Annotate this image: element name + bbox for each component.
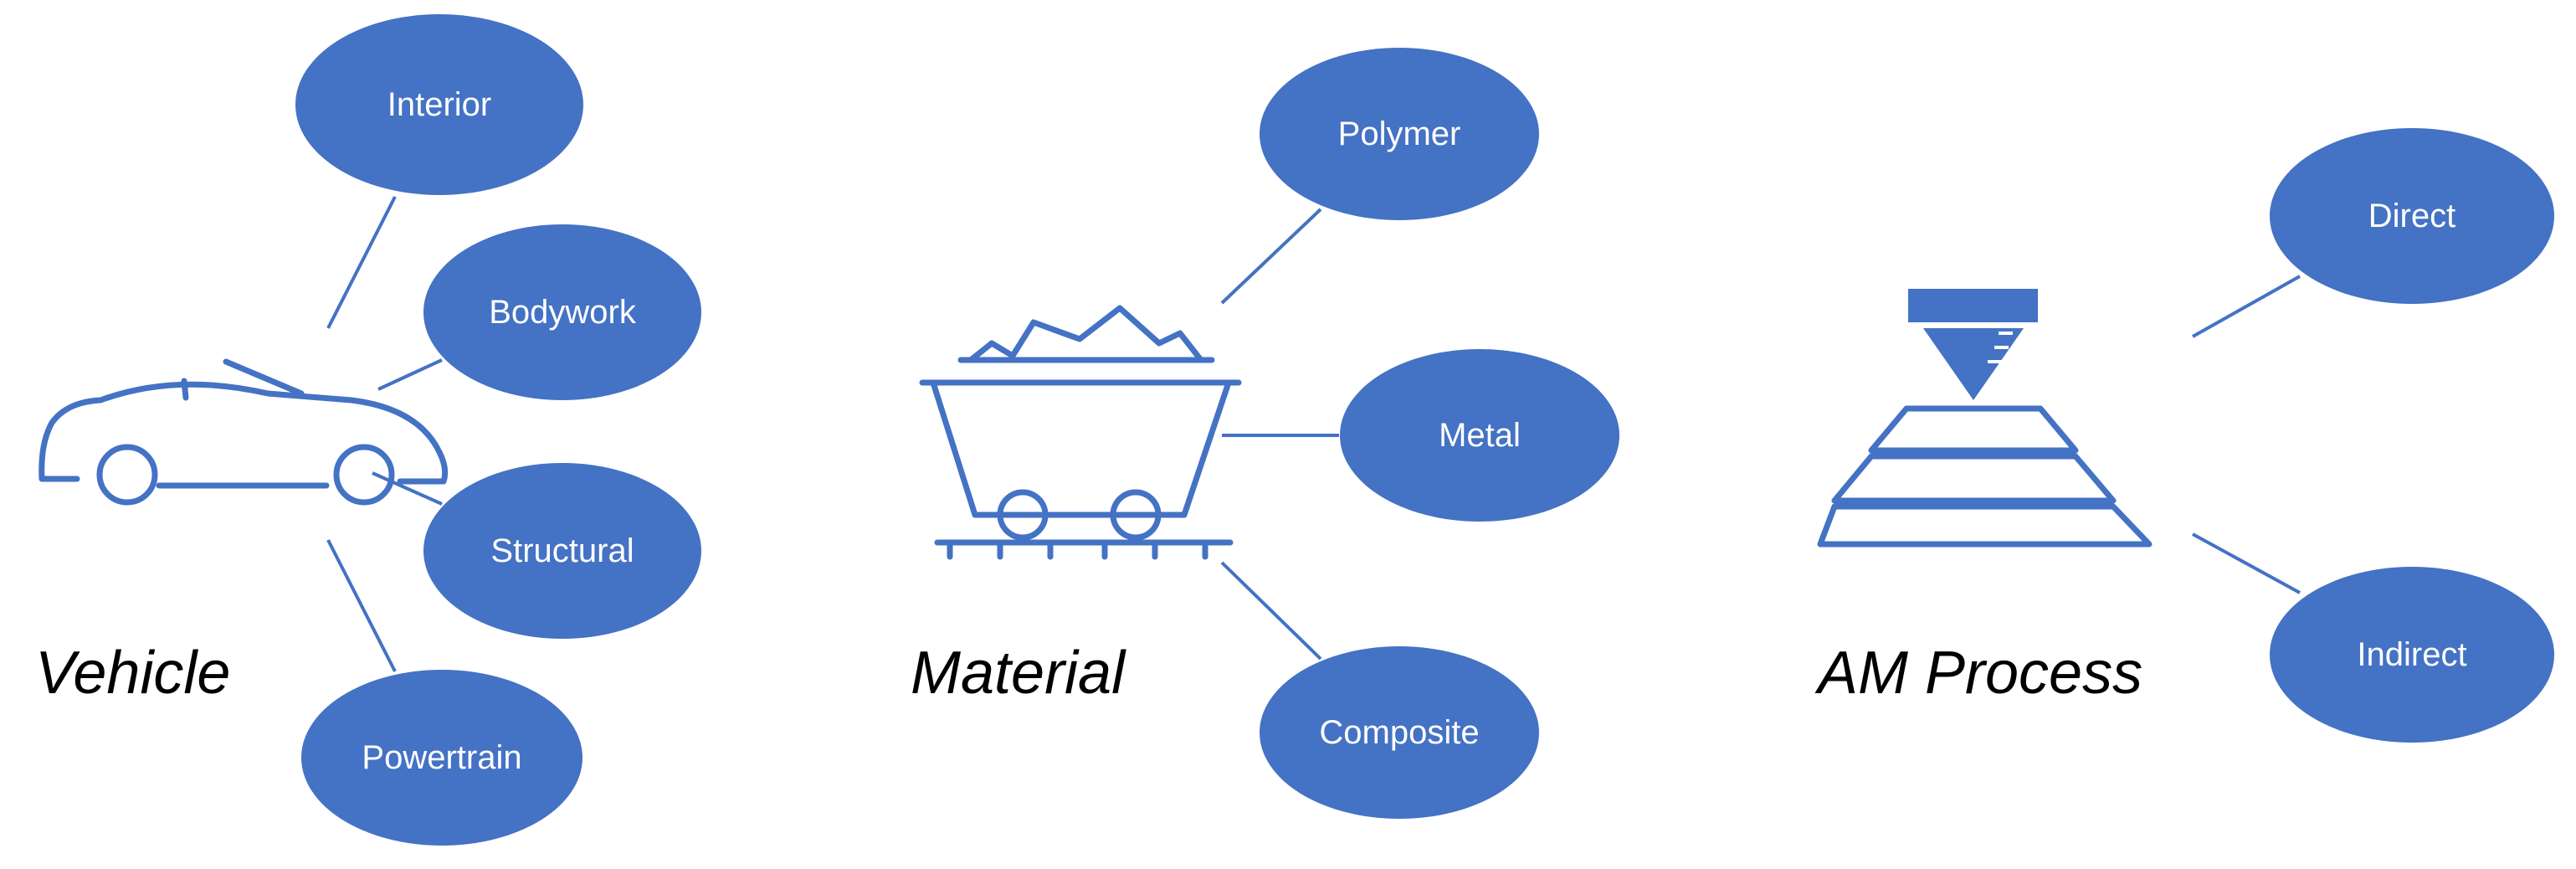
node-label: Interior bbox=[387, 86, 492, 123]
connector-powertrain bbox=[326, 539, 397, 672]
node-bodywork: Bodywork bbox=[423, 224, 701, 400]
group-vehicle: Interior Bodywork Structural Powertrain … bbox=[35, 14, 701, 846]
node-powertrain: Powertrain bbox=[301, 670, 582, 846]
node-label: Polymer bbox=[1338, 116, 1461, 152]
node-label: Composite bbox=[1319, 714, 1479, 751]
node-label: Bodywork bbox=[489, 294, 637, 331]
node-polymer: Polymer bbox=[1260, 48, 1539, 220]
connector-direct bbox=[2192, 275, 2301, 338]
node-label: Indirect bbox=[2357, 636, 2466, 673]
node-label: Direct bbox=[2368, 198, 2455, 234]
connector-indirect bbox=[2192, 532, 2301, 594]
node-direct: Direct bbox=[2270, 128, 2554, 304]
node-indirect: Indirect bbox=[2270, 567, 2554, 743]
node-structural: Structural bbox=[423, 463, 701, 639]
mine-cart-icon bbox=[919, 305, 1242, 560]
node-label: Powertrain bbox=[362, 739, 521, 776]
am-process-connectors bbox=[2192, 275, 2301, 594]
group-title-vehicle: Vehicle bbox=[35, 640, 230, 707]
connector-structural bbox=[372, 471, 443, 506]
connector-polymer bbox=[1220, 208, 1322, 305]
connector-bodywork bbox=[377, 358, 443, 391]
node-metal: Metal bbox=[1340, 349, 1619, 522]
connector-interior bbox=[326, 196, 397, 329]
node-label: Structural bbox=[490, 532, 634, 569]
material-connectors bbox=[1220, 208, 1339, 661]
vehicle-connectors bbox=[326, 196, 443, 672]
group-title-material: Material bbox=[911, 640, 1126, 707]
car-icon bbox=[38, 358, 449, 506]
group-title-am-process: AM Process bbox=[1814, 640, 2142, 707]
connector-composite bbox=[1220, 561, 1322, 661]
group-material: Polymer Metal Composite Material bbox=[911, 48, 1619, 819]
node-label: Metal bbox=[1439, 417, 1521, 454]
group-am-process: Direct Indirect AM Process bbox=[1814, 128, 2554, 743]
node-composite: Composite bbox=[1260, 646, 1539, 819]
node-interior: Interior bbox=[295, 14, 583, 195]
3d-printer-layers-icon bbox=[1817, 289, 2153, 548]
